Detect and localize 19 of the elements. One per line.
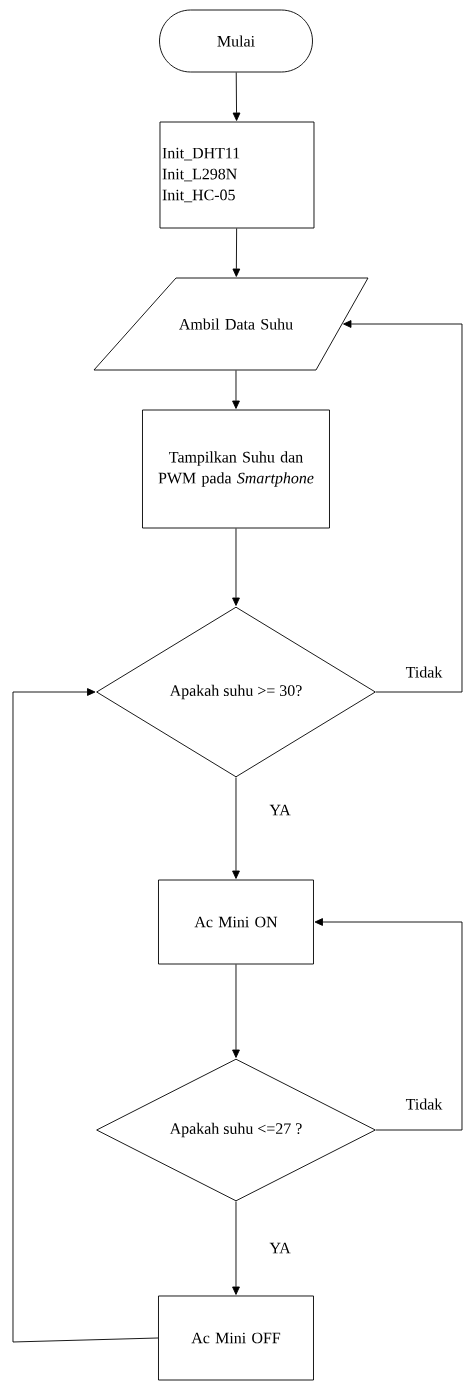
arrow (314, 918, 463, 1131)
arrow (232, 1201, 240, 1295)
process-box: Ac Mini ON (158, 879, 314, 965)
arrow (232, 72, 241, 121)
arrow (232, 528, 240, 606)
edge-label: Tidak (404, 665, 444, 679)
process-box: Init_DHT11 Init_L298N Init_HC-05 (159, 121, 315, 229)
process-box: Tampilkan Suhu dan PWM pada Smartphone (142, 409, 330, 529)
arrow (232, 777, 240, 879)
arrow (232, 370, 240, 409)
process-box: Ac Mini OFF (158, 1295, 314, 1381)
arrow (343, 320, 463, 693)
input-output-parallelogram: Ambil Data Suhu (93, 277, 369, 371)
edge-label: YA (268, 1241, 292, 1255)
arrow (232, 228, 241, 277)
edge-label: YA (268, 803, 292, 817)
arrow (12, 688, 159, 1343)
arrow (232, 964, 240, 1058)
edge-label: Tidak (404, 1097, 444, 1111)
